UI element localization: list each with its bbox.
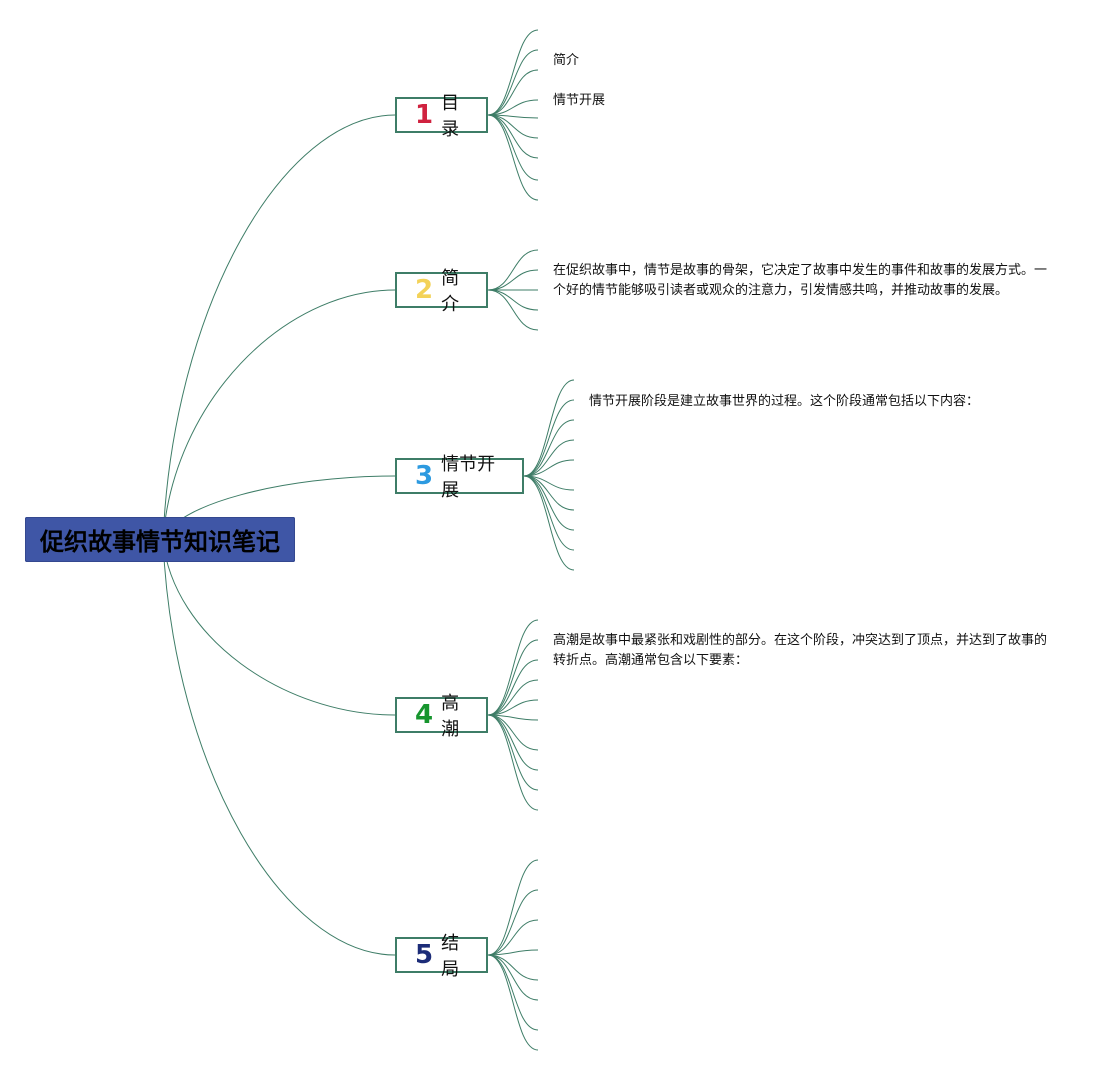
toc-item-intro[interactable]: 简介 bbox=[553, 53, 580, 68]
fan-toc-0 bbox=[487, 29, 539, 116]
fan-ending-2 bbox=[487, 919, 539, 956]
fan-development-0 bbox=[523, 379, 575, 477]
connector-toc bbox=[162, 114, 396, 541]
fan-toc-2 bbox=[487, 69, 539, 116]
fan-climax-8 bbox=[487, 714, 539, 791]
number-3-icon: 3 bbox=[415, 461, 434, 491]
fan-intro-4 bbox=[487, 289, 539, 331]
fan-development-4 bbox=[523, 459, 575, 477]
fan-ending-6 bbox=[487, 954, 539, 1031]
fan-development-1 bbox=[523, 399, 575, 477]
fan-ending-0 bbox=[487, 859, 539, 956]
branch-label: 高潮 bbox=[441, 693, 460, 740]
fan-toc-8 bbox=[487, 114, 539, 201]
fan-intro-1 bbox=[487, 269, 539, 291]
fan-development-2 bbox=[523, 419, 575, 477]
fan-intro-3 bbox=[487, 289, 539, 311]
branch-intro[interactable]: 2 简介 bbox=[395, 268, 488, 315]
climax-text: 高潮是故事中最紧张和戏剧性的部分。在这个阶段，冲突达到了顶点，并达到了故事的转折… bbox=[553, 633, 1048, 668]
branch-development[interactable]: 3 情节开展 bbox=[395, 454, 524, 501]
number-2-icon: 2 bbox=[415, 275, 434, 305]
fan-climax-0 bbox=[487, 619, 539, 716]
fan-toc-1 bbox=[487, 49, 539, 116]
fan-development-8 bbox=[523, 475, 575, 551]
branch-label: 简介 bbox=[441, 268, 460, 315]
fan-development-3 bbox=[523, 439, 575, 477]
number-1-icon: 1 bbox=[415, 100, 434, 130]
branch-ending[interactable]: 5 结局 bbox=[395, 933, 488, 980]
branch-climax[interactable]: 4 高潮 bbox=[395, 693, 488, 740]
fan-climax-9 bbox=[487, 714, 539, 811]
fan-toc-7 bbox=[487, 114, 539, 181]
fan-ending-5 bbox=[487, 954, 539, 1001]
branch-label: 结局 bbox=[441, 933, 460, 980]
connector-intro bbox=[162, 289, 396, 541]
fan-ending-7 bbox=[487, 954, 539, 1051]
fan-climax-6 bbox=[487, 714, 539, 751]
fan-climax-4 bbox=[487, 699, 539, 716]
connector-ending bbox=[162, 539, 396, 956]
fan-toc-6 bbox=[487, 114, 539, 159]
connector-climax bbox=[162, 539, 396, 716]
development-text: 情节开展阶段是建立故事世界的过程。这个阶段通常包括以下内容： bbox=[589, 394, 980, 409]
root-title: 促织故事情节知识笔记 bbox=[40, 528, 280, 556]
fan-ending-3 bbox=[487, 949, 539, 956]
fan-development-9 bbox=[523, 475, 575, 571]
fan-intro-0 bbox=[487, 249, 539, 291]
branch-label: 目录 bbox=[441, 93, 460, 140]
fan-climax-1 bbox=[487, 639, 539, 716]
fan-development-6 bbox=[523, 475, 575, 511]
fan-toc-3 bbox=[487, 99, 539, 116]
fan-climax-2 bbox=[487, 659, 539, 716]
number-5-icon: 5 bbox=[415, 940, 434, 970]
toc-item-development[interactable]: 情节开展 bbox=[553, 93, 606, 108]
fan-climax-3 bbox=[487, 679, 539, 716]
intro-text: 在促织故事中，情节是故事的骨架，它决定了故事中发生的事件和故事的发展方式。一个好… bbox=[553, 263, 1048, 298]
branch-label: 情节开展 bbox=[441, 454, 496, 501]
branch-toc[interactable]: 1 目录 bbox=[395, 93, 488, 140]
root-topic[interactable]: 促织故事情节知识笔记 bbox=[25, 517, 295, 562]
fan-ending-1 bbox=[487, 889, 539, 956]
number-4-icon: 4 bbox=[415, 700, 434, 730]
